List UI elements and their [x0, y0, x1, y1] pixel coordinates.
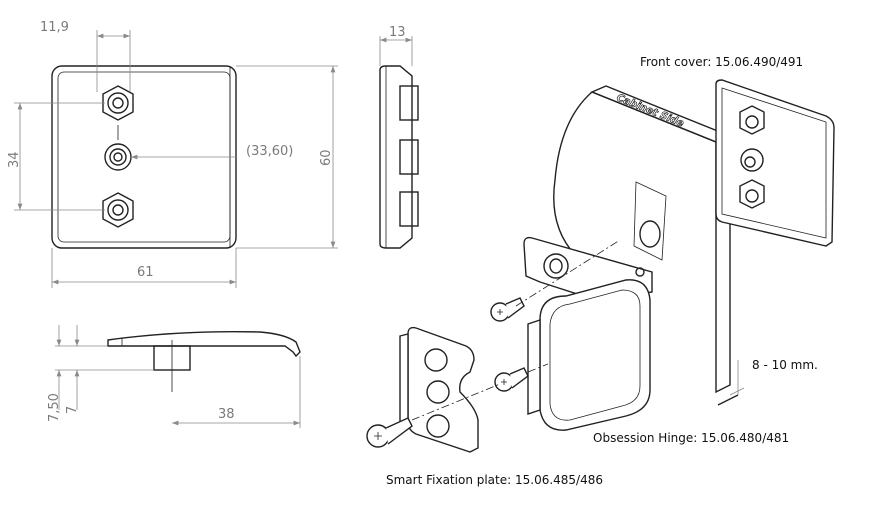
front-view-dimensions: 11,9 34 (33,60) 60 61 [7, 20, 338, 288]
dim-hole-spacing: 34 [7, 151, 22, 168]
dim-width: 61 [137, 265, 154, 280]
profile-view: 7,50 7 38 [47, 325, 301, 428]
glass-thickness-dimension: 8 - 10 mm. [717, 358, 818, 406]
hinge: Obsession Hinge: 15.06.480/481 [523, 236, 789, 445]
hinge-label: Obsession Hinge: 15.06.480/481 [593, 431, 789, 445]
dim-profile-length: 38 [218, 407, 235, 422]
dim-hole-offset: 11,9 [40, 20, 69, 35]
front-cover: Front cover: 15.06.490/491 [640, 55, 835, 247]
front-view-plate [51, 65, 237, 249]
assembly-centerlines [411, 239, 621, 421]
dim-profile-height-total: 7,50 [47, 393, 62, 422]
front-cover-label: Front cover: 15.06.490/491 [640, 55, 803, 69]
round-nut-middle [104, 143, 132, 171]
side-view: 13 [379, 25, 419, 249]
fixation-plate: Smart Fixation plate: 15.06.485/486 [386, 326, 603, 487]
dim-center-ref: (33,60) [246, 144, 293, 159]
dim-glass-thickness: 8 - 10 mm. [752, 358, 818, 372]
hex-nut-top [102, 85, 134, 121]
screws [366, 297, 529, 448]
dim-profile-height: 7 [65, 406, 80, 414]
fixation-plate-label: Smart Fixation plate: 15.06.485/486 [386, 473, 603, 487]
hex-nut-bottom [102, 192, 134, 228]
dim-thickness: 13 [389, 25, 406, 40]
cabinet-side-label: Cabinet Side [615, 93, 686, 130]
dim-height: 60 [319, 149, 334, 166]
